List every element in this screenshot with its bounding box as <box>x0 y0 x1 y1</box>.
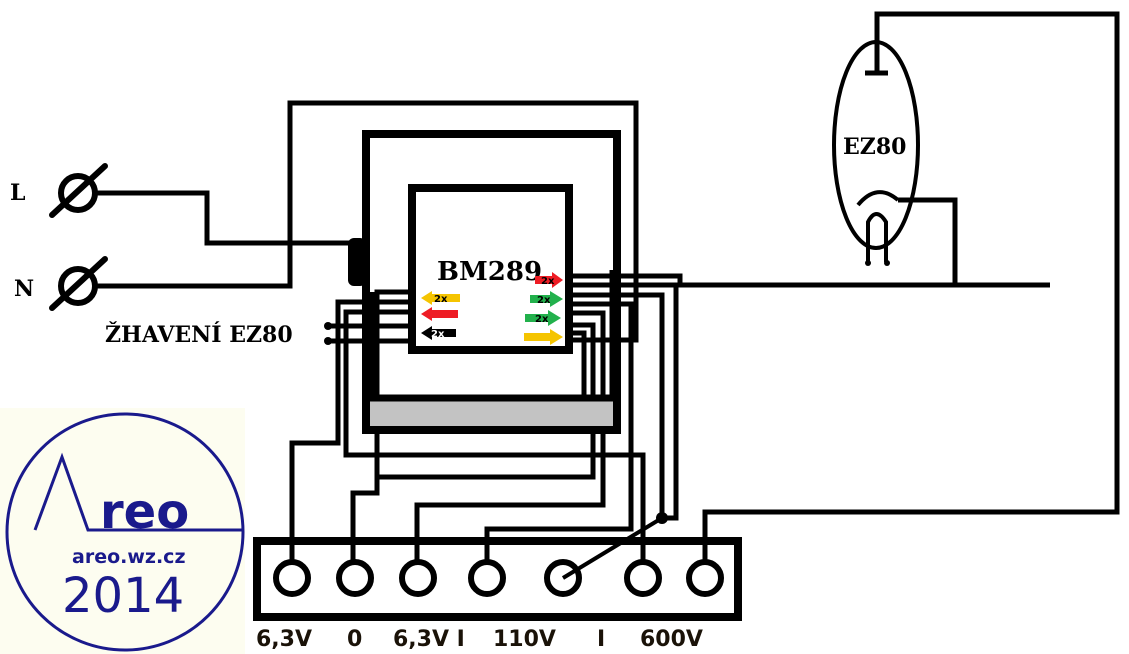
terminal-600v[interactable] <box>624 559 662 597</box>
left-arrow-black-icon: 2x <box>421 326 456 340</box>
selector-switch-pivot <box>656 512 668 524</box>
neutral-label: N <box>14 276 34 302</box>
transformer-bm289: BM289 2x 2x 2x 2x 2x <box>348 130 621 434</box>
neutral-terminal-icon <box>49 256 108 311</box>
selector-switch-lever[interactable] <box>561 516 664 580</box>
label-600v: 600V <box>640 627 703 652</box>
terminal-0[interactable] <box>336 559 374 597</box>
transformer-core-outer <box>362 130 621 434</box>
terminal-block: 6,3V 0 6,3V I 110V I 600V <box>253 537 742 652</box>
primary-coil <box>348 238 366 286</box>
terminal-anode[interactable] <box>686 559 724 597</box>
right-arrow-green-1-icon: 2x <box>530 291 563 307</box>
wire-right-d <box>414 310 606 560</box>
logo-circle <box>5 412 245 652</box>
wire-left-3 <box>350 289 408 560</box>
areo-logo: reo areo.wz.cz 2014 <box>0 408 245 654</box>
live-label: L <box>10 180 25 206</box>
right-arrow-green-2-icon: 2x <box>525 310 561 326</box>
logo-peak-line <box>33 452 243 532</box>
left-arrow-red-icon <box>421 307 458 321</box>
right-arrow-red-label: 2x <box>541 276 555 287</box>
right-arrow-yellow-icon <box>524 329 563 345</box>
right-arrow-red-icon: 2x <box>535 272 563 288</box>
heater-terminal-dot-2 <box>324 337 332 345</box>
wire-cathode <box>898 197 958 283</box>
terminal-6v3-a[interactable] <box>273 559 311 597</box>
terminal-block-frame <box>253 537 742 621</box>
tube-label: EZ80 <box>843 134 906 160</box>
wire-right-red <box>570 273 1050 288</box>
wire-right-f <box>570 330 587 420</box>
logo-year: 2014 <box>62 568 184 624</box>
wire-right-b <box>570 292 665 518</box>
label-i: I <box>597 627 605 652</box>
label-6v3-i: 6,3V I <box>393 627 465 652</box>
transformer-core-gap <box>370 398 613 426</box>
label-6v3: 6,3V <box>256 627 312 652</box>
wire-right-a <box>570 282 679 521</box>
left-arrow-yellow-icon: 2x <box>421 291 460 305</box>
wires <box>96 11 1120 560</box>
heater-label: ŽHAVENÍ EZ80 <box>105 321 293 348</box>
terminal-6v3-b[interactable] <box>399 559 437 597</box>
terminal-switch[interactable] <box>544 559 582 597</box>
transformer-label: BM289 <box>437 257 542 287</box>
left-arrow-black-label: 2x <box>431 329 445 340</box>
wire-neutral <box>96 100 639 343</box>
mains-inputs: L N <box>10 163 108 311</box>
tube-cathode-icon <box>856 190 900 207</box>
terminal-110v[interactable] <box>468 559 506 597</box>
wire-left-1 <box>289 299 408 560</box>
heater-terminal-dot-1 <box>324 322 332 330</box>
right-arrow-green-1-label: 2x <box>537 295 551 306</box>
live-terminal-icon <box>49 163 108 218</box>
left-arrow-yellow-label: 2x <box>434 294 448 305</box>
logo-brand: reo <box>100 484 189 540</box>
ez80-tube: EZ80 <box>832 14 920 266</box>
label-0: 0 <box>347 627 362 652</box>
logo-url: areo.wz.cz <box>72 546 186 568</box>
right-arrow-green-2-label: 2x <box>535 314 549 325</box>
label-110v: 110V <box>493 627 556 652</box>
transformer-winding-block <box>408 184 573 354</box>
wire-live <box>96 190 352 246</box>
tube-heater-icon <box>866 212 888 262</box>
